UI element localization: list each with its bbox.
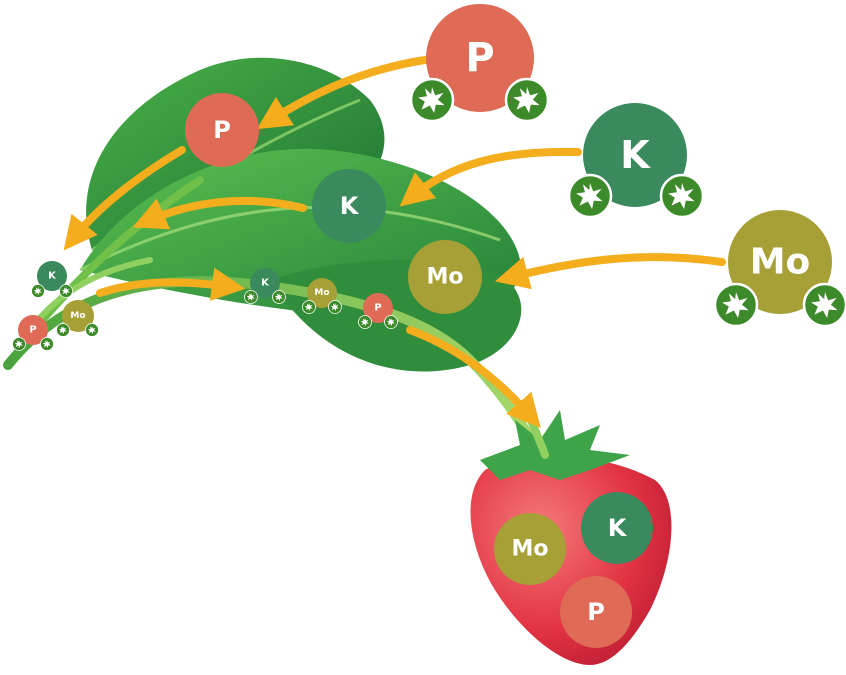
- arrow-mo-to-leaf: [494, 253, 726, 290]
- nutrient-label-p-large: P: [465, 35, 494, 81]
- nutrient-label-p-fruit: P: [587, 598, 605, 626]
- nutrient-circle-p-leaf: [185, 93, 259, 167]
- chelate-star-icon: [60, 285, 73, 298]
- chelate-p: P: [411, 4, 548, 121]
- chelate-star-icon: [41, 338, 54, 351]
- leaf-nutrients: P K Mo: [185, 93, 482, 314]
- stem-small: [27, 257, 153, 333]
- chelate-star-icon: [13, 338, 26, 351]
- arrow-k-to-leaf: [399, 147, 582, 207]
- flow-arrows: [63, 56, 726, 429]
- nutrient-circle-k-leaf: [312, 169, 386, 243]
- chelate-mo: Mo: [715, 210, 846, 326]
- arrow-stem-right: [96, 267, 246, 301]
- nutrient-circle-mo-large: [728, 210, 832, 314]
- chelate-star-icon: [245, 291, 258, 304]
- nutrient-label-k-fruit: K: [608, 514, 628, 542]
- nutrient-circle-p-fruit: [560, 576, 632, 648]
- arrow-k-left: [132, 196, 307, 230]
- chelate-star-icon: [569, 175, 611, 217]
- arrow-p-to-leaf: [256, 56, 429, 130]
- nutrient-circle-p-small: [18, 315, 48, 345]
- chelate-star-icon: [661, 175, 703, 217]
- chelate-star-icon: [804, 284, 846, 326]
- chelate-star-icon: [273, 291, 286, 304]
- nutrient-label-p-stem: P: [374, 303, 381, 314]
- chelate-star-icon: [411, 79, 453, 121]
- nutrient-label-p-small: P: [29, 325, 36, 336]
- nutrient-label-k-small: K: [48, 271, 57, 282]
- nutrient-circle-mo-small: [62, 300, 94, 332]
- chelate-star-icon: [506, 79, 548, 121]
- nutrient-label-mo-fruit: Mo: [511, 537, 548, 562]
- stem-nutrients: K P Mo K Mo P: [13, 261, 398, 351]
- arrow-to-fruit: [406, 326, 541, 429]
- chelate-star-icon: [359, 316, 372, 329]
- nutrient-circle-p-large: [426, 4, 534, 112]
- leaf-middle-vein: [79, 205, 501, 272]
- chelate-star-icon: [86, 324, 99, 337]
- nutrient-label-mo-leaf: Mo: [426, 265, 463, 290]
- nutrient-label-mo-small: Mo: [70, 311, 85, 321]
- arrow-p-down: [63, 146, 186, 251]
- nutrient-circle-mo-fruit: [494, 513, 566, 585]
- fruit-nutrients: Mo K P: [494, 492, 653, 648]
- nutrient-circle-mo-stem: [307, 278, 337, 308]
- chelate-star-icon: [32, 285, 45, 298]
- stem-main: [3, 276, 545, 460]
- nutrient-label-k-stem: K: [261, 278, 270, 289]
- nutrient-circle-mo-leaf: [408, 240, 482, 314]
- chelate-star-icon: [715, 284, 757, 326]
- nutrient-circle-k-stem: [250, 268, 280, 298]
- nutrient-label-p-leaf: P: [213, 116, 231, 144]
- nutrient-label-mo-stem: Mo: [314, 288, 329, 298]
- nutrient-circle-k-small: [37, 261, 67, 291]
- nutrient-circle-k-fruit: [581, 492, 653, 564]
- nutrient-label-k-leaf: K: [340, 192, 360, 220]
- nutrient-circle-p-stem: [363, 293, 393, 323]
- chelate-star-icon: [329, 301, 342, 314]
- nutrient-label-k-large: K: [620, 133, 651, 177]
- chelate-k: K: [569, 103, 703, 217]
- nutrient-label-mo-large: Mo: [750, 242, 811, 283]
- nutrient-circle-k-large: [583, 103, 687, 207]
- chelate-star-icon: [57, 324, 70, 337]
- chelate-star-icon: [303, 301, 316, 314]
- chelate-star-icon: [385, 316, 398, 329]
